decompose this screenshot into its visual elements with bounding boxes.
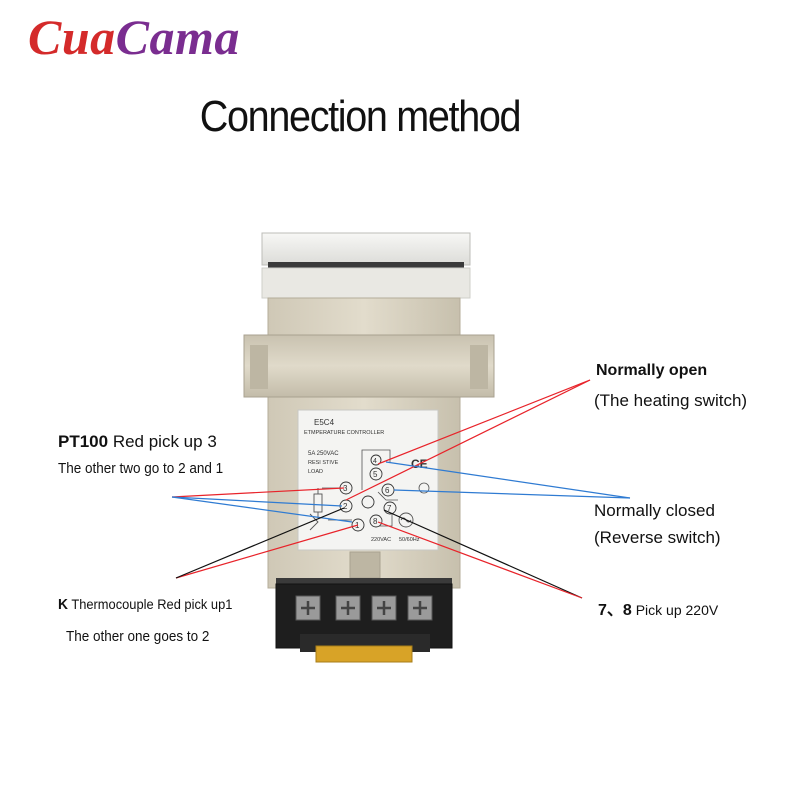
- pt100-text: Red pick up 3: [108, 432, 217, 451]
- load-text-1: RESI STIVE: [308, 460, 339, 466]
- k-text: Thermocouple Red pick up1: [67, 596, 233, 612]
- load-text-2: LOAD: [308, 469, 323, 475]
- label-sticker: E5C4 ETMPERATURE CONTROLLER 5A 250VAC RE…: [297, 409, 439, 551]
- terminal-5: 5: [369, 467, 383, 481]
- brand-logo-part-2: Cama: [115, 9, 240, 65]
- socket-base: [275, 578, 453, 663]
- normally-open-label: Normally open: [596, 362, 708, 379]
- brand-logo: CuaCama: [28, 12, 240, 62]
- power-pins-code: 7、8: [598, 602, 632, 619]
- front-cover: [261, 232, 471, 299]
- pt100-other-label: The other two go to 2 and 1: [58, 460, 224, 477]
- k-other-label: The other one goes to 2: [66, 628, 210, 645]
- line-no-to-term4: [345, 379, 591, 501]
- connector-lines: [171, 379, 631, 599]
- line-pt100-red: [171, 487, 345, 498]
- heating-switch-label: (The heating switch): [594, 391, 748, 410]
- supply-frequency-text: 50/60Hz: [399, 537, 420, 543]
- k-code: K: [58, 596, 68, 613]
- terminal-8-label: 8: [373, 517, 378, 526]
- power-pins-label: 7、8 Pick up 220V: [598, 596, 718, 620]
- screw-terminals: [295, 595, 433, 621]
- line-nc-to-term6: [393, 489, 631, 499]
- terminal-3-label: 3: [343, 484, 348, 493]
- terminal-6-label: 6: [385, 486, 390, 495]
- line-k-black: [175, 507, 345, 579]
- terminal-8: 8: [369, 514, 383, 528]
- brand-logo-part-1: Cua: [28, 9, 116, 65]
- relay-coil-icon: [418, 482, 430, 494]
- pt100-label: PT100 Red pick up 3: [58, 432, 217, 452]
- terminal-7-label: 7: [387, 504, 392, 513]
- line-pt100-blue-b: [171, 496, 353, 523]
- rating-text: 5A 250VAC: [308, 451, 339, 457]
- k-thermocouple-label: K Thermocouple Red pick up1: [58, 596, 232, 613]
- line-power-red: [377, 521, 583, 599]
- controller-name-text: ETMPERATURE CONTROLLER: [304, 430, 384, 436]
- line-k-red: [175, 524, 359, 579]
- terminal-4: [361, 495, 375, 509]
- terminal-2-label: 2: [343, 502, 348, 511]
- line-nc-to-term5: [385, 461, 631, 499]
- terminal-4-label-group: 4: [370, 454, 382, 466]
- terminal-4-label: 4: [373, 458, 377, 465]
- pt100-code: PT100: [58, 432, 109, 451]
- supply-voltage-text: 220VAC: [371, 537, 391, 543]
- page-title: Connection method: [199, 92, 522, 141]
- line-power-black: [383, 509, 583, 599]
- line-pt100-blue-a: [171, 496, 343, 507]
- terminal-5-label: 5: [373, 470, 378, 479]
- line-no-to-term5: [377, 379, 591, 465]
- model-text: E5C4: [314, 418, 335, 427]
- terminal-6: 6: [381, 483, 395, 497]
- power-pins-text: Pick up 220V: [631, 602, 719, 618]
- reverse-switch-label: (Reverse switch): [594, 528, 721, 547]
- normally-closed-label: Normally closed: [594, 501, 715, 520]
